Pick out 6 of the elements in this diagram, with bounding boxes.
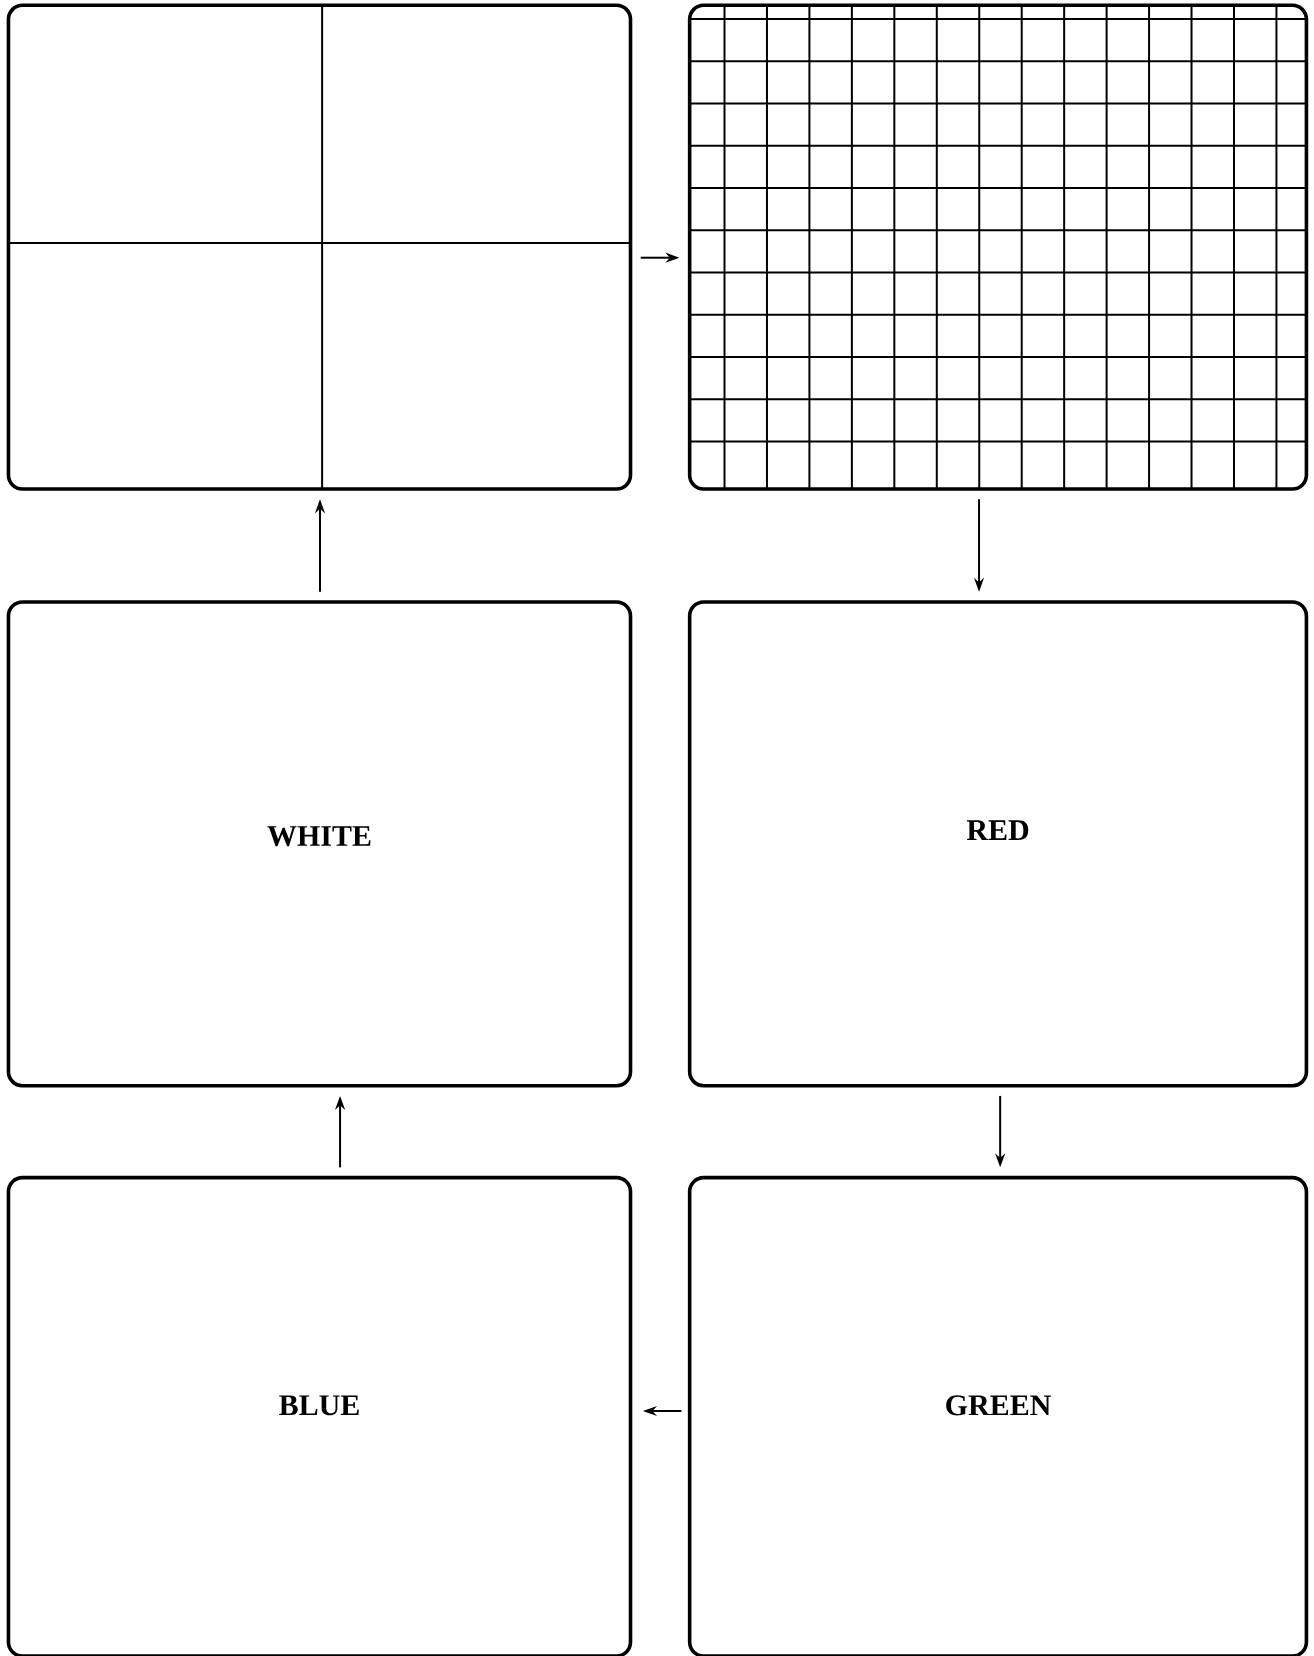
crosshair-screen	[6, 3, 633, 491]
screen-box: WHITE	[6, 600, 633, 1088]
screen-box: BLUE	[6, 1175, 633, 1656]
grid-screen	[687, 3, 1309, 491]
screen-box: GREEN	[687, 1175, 1309, 1656]
screen-box: RED	[687, 600, 1309, 1088]
